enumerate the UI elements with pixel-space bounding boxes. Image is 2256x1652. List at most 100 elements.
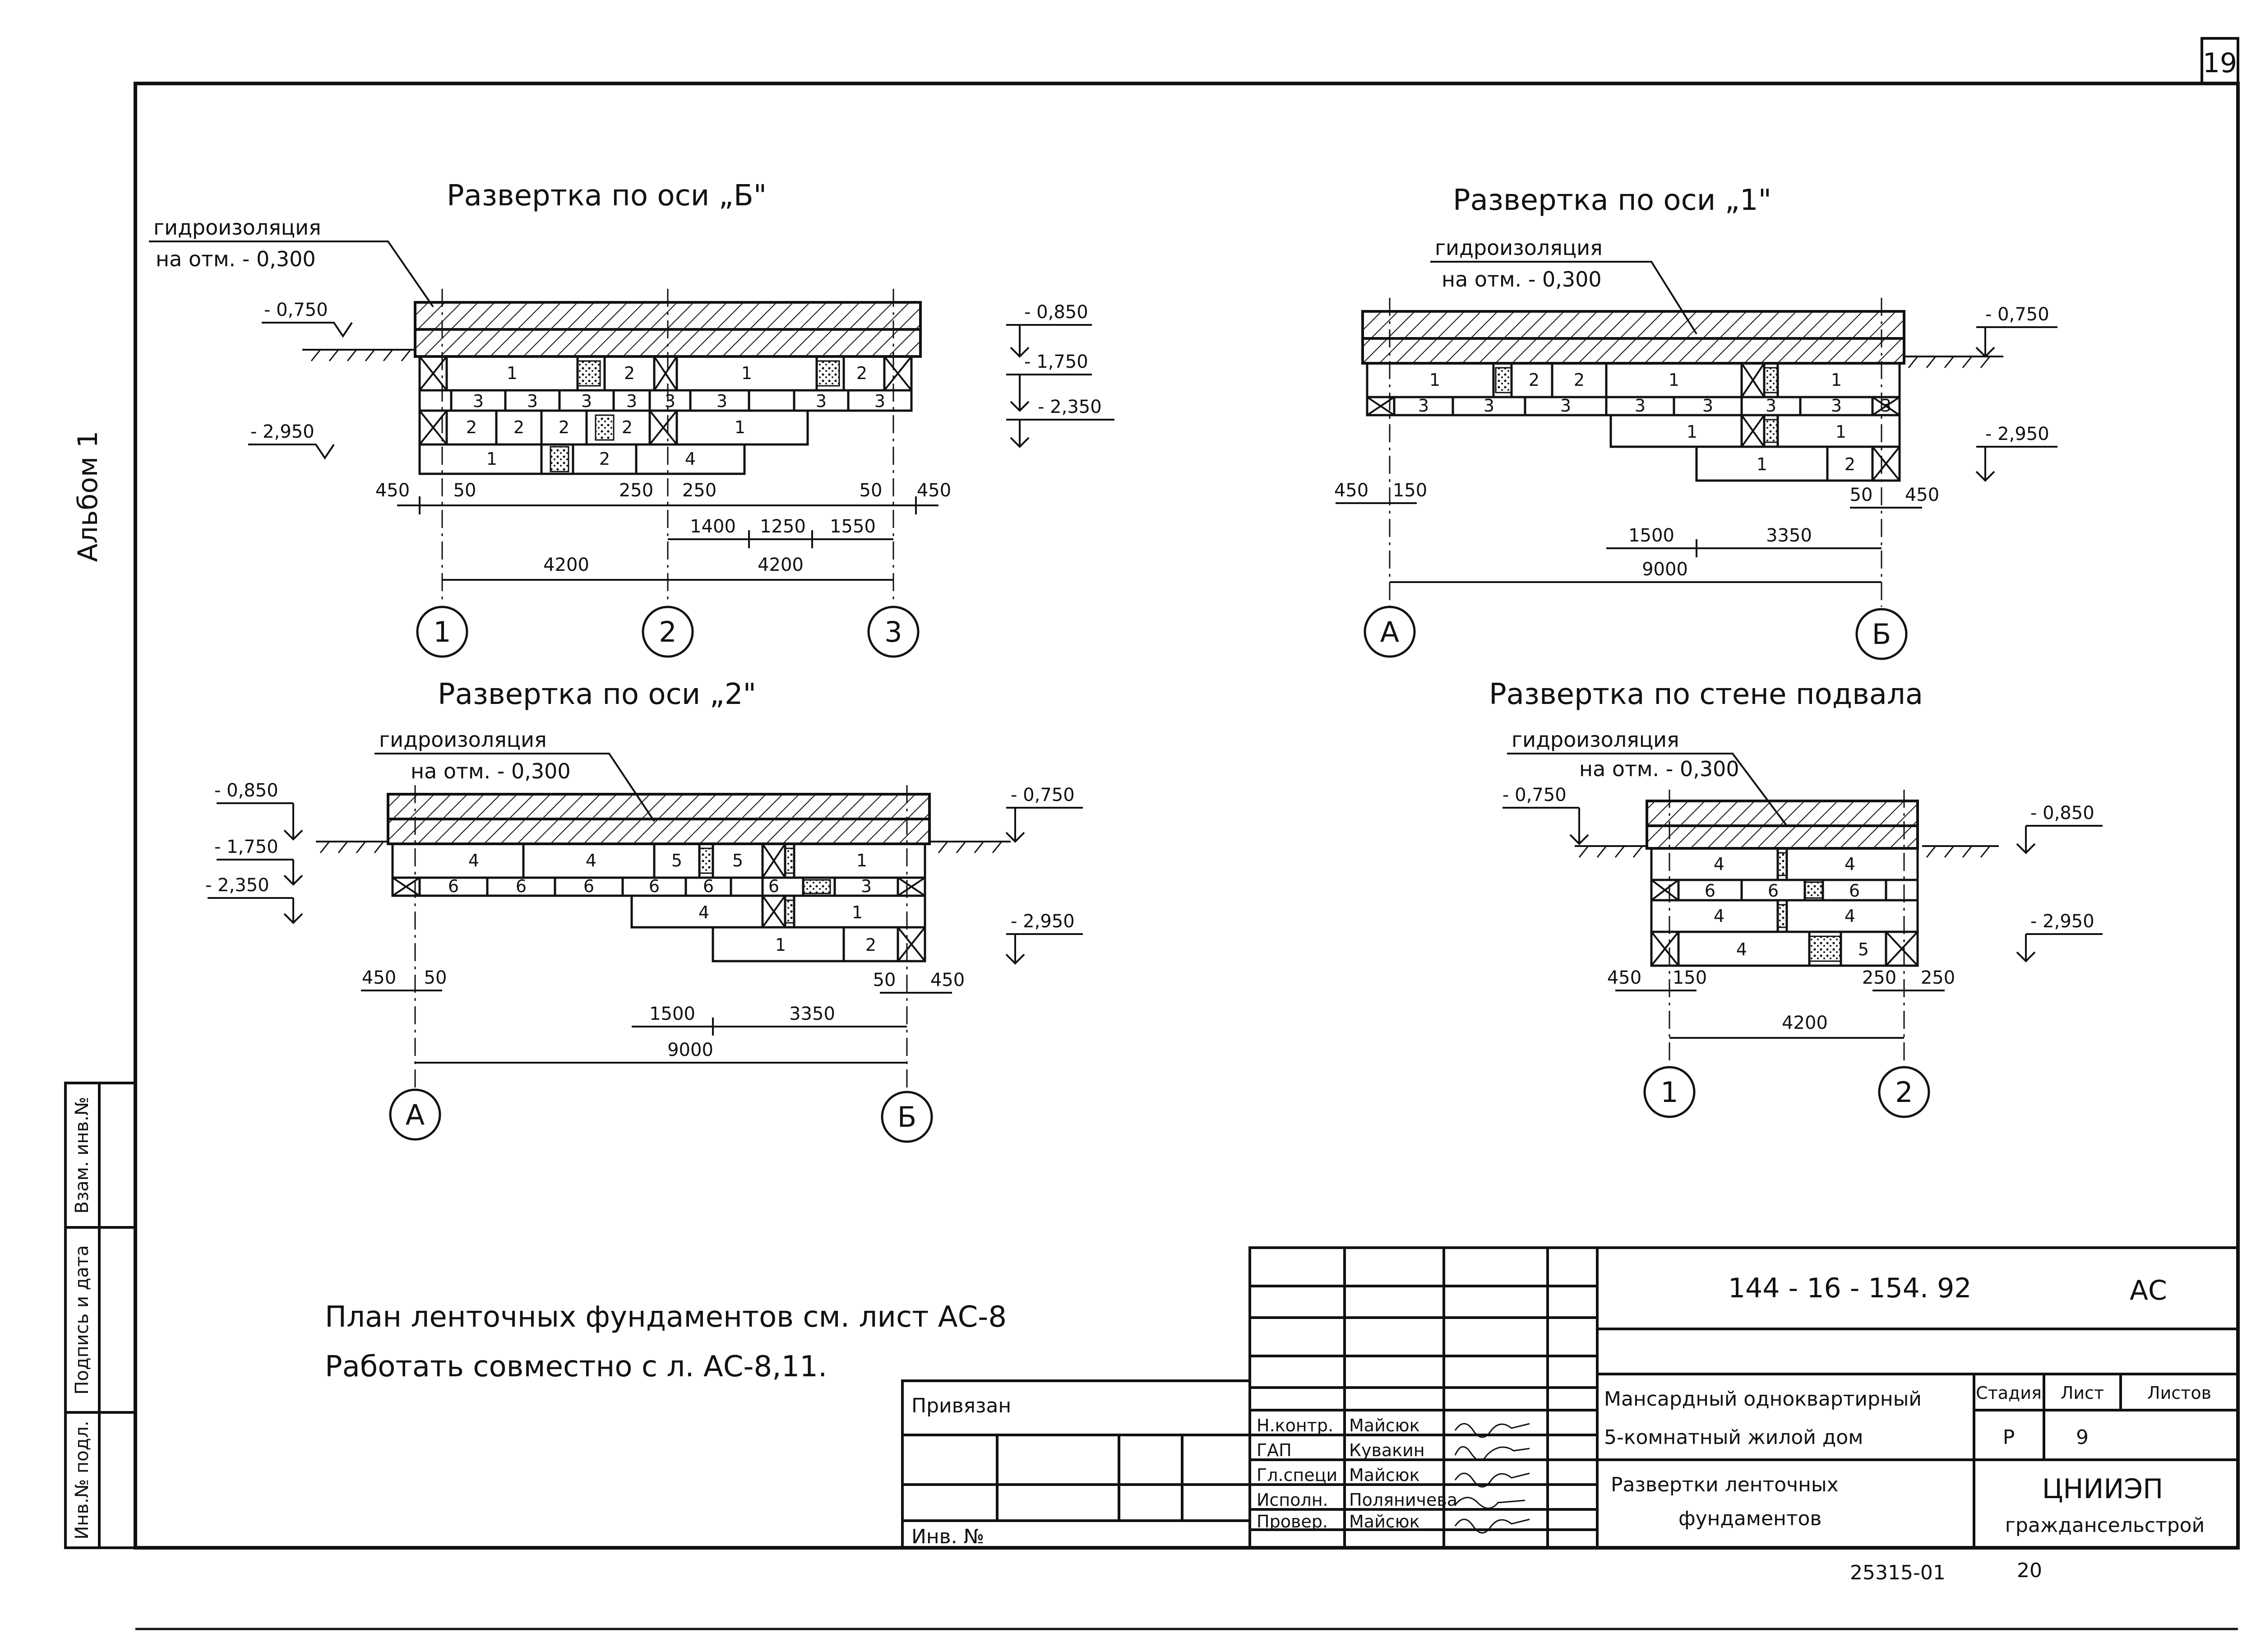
wall-hatched-band-lower <box>387 818 931 845</box>
axis-bubbles <box>389 1088 933 1143</box>
block-mark: 4 <box>1845 906 1855 926</box>
block-mark: 4 <box>685 449 696 469</box>
block-mark: 2 <box>513 417 524 437</box>
level-mark-label: - 2,950 <box>2030 911 2094 932</box>
dimension: 50 <box>1850 485 1873 505</box>
wall-hatched-band <box>387 793 931 820</box>
block-mark: 6 <box>1705 881 1715 901</box>
person-name: Майсюк <box>1349 1512 1420 1532</box>
insert-block <box>1777 904 1788 928</box>
level-mark-label: - 0,750 <box>1011 785 1075 805</box>
insert-block <box>816 360 840 387</box>
axis-lines <box>414 785 908 1092</box>
stage-value: Р <box>2003 1426 2015 1449</box>
dimension: 3350 <box>1766 525 1812 546</box>
level-marks <box>1502 807 2103 963</box>
dimension: 450 <box>1607 967 1641 988</box>
level-marks <box>248 322 1114 460</box>
block-mark: 3 <box>861 876 872 896</box>
block-mark: 1 <box>1757 454 1767 474</box>
axis-lines <box>1389 298 1882 607</box>
level-mark-label: - 2,950 <box>1011 911 1075 932</box>
block-mark: 4 <box>1714 906 1724 926</box>
axis-label: 1 <box>433 615 451 648</box>
person-name: Поляничева <box>1349 1490 1457 1510</box>
waterproofing-level: на отм. - 0,300 <box>411 759 571 783</box>
block-rows <box>1650 847 1919 967</box>
block-mark: 2 <box>865 935 876 955</box>
side-label-replace: Взам. инв.№ <box>72 1097 92 1214</box>
dimension: 4200 <box>1782 1013 1828 1033</box>
insert-block <box>1763 367 1779 393</box>
waterproofing-leader <box>1430 261 1697 335</box>
waterproofing-level: на отм. - 0,300 <box>1442 267 1602 292</box>
block-mark: 6 <box>583 876 594 896</box>
block-mark: 4 <box>1845 854 1855 874</box>
note-work-together: Работать совместно с л. АС-8,11. <box>325 1350 827 1384</box>
block-mark: 4 <box>1736 939 1747 959</box>
block-mark: 3 <box>1881 396 1891 416</box>
dimension: 4200 <box>758 555 804 575</box>
role-label: Н.контр. <box>1257 1416 1333 1435</box>
block-mark: 4 <box>586 851 596 870</box>
block-mark: 2 <box>466 417 477 437</box>
block-rows <box>418 355 913 475</box>
block-mark: 2 <box>599 449 610 469</box>
block-mark: 5 <box>732 851 743 870</box>
dimension: 4200 <box>543 555 589 575</box>
person-name: Майсюк <box>1349 1416 1420 1435</box>
waterproofing-level: на отм. - 0,300 <box>1579 757 1739 781</box>
block-mark: 1 <box>856 851 867 870</box>
block-mark: 3 <box>717 391 727 411</box>
dimension: 450 <box>1905 485 1939 505</box>
view-title: Развертка по оси „2" <box>438 678 756 711</box>
block-mark: 6 <box>516 876 527 896</box>
level-mark-label: - 0,750 <box>264 300 328 320</box>
waterproofing-label: гидроизоляция <box>1512 727 1679 752</box>
block-mark: 1 <box>735 417 745 437</box>
role-label: Исполн. <box>1257 1490 1328 1510</box>
dimension: 250 <box>619 480 653 501</box>
dimension: 50 <box>860 480 883 501</box>
dimension: 1500 <box>1628 525 1674 546</box>
level-mark-label: - 0,850 <box>1024 302 1088 323</box>
axis-label: А <box>406 1098 425 1131</box>
block-rows <box>1366 362 1901 482</box>
level-marks <box>208 802 1083 965</box>
dimension: 9000 <box>667 1040 713 1060</box>
view-axis-b: Развертка по оси „Б" гидроизоляция на от… <box>149 179 1114 658</box>
insert-block <box>698 847 714 874</box>
level-mark-label: - 1,750 <box>214 837 278 857</box>
wall-hatched-band <box>1361 310 1905 340</box>
ground-hatch-right <box>1908 356 1991 368</box>
block-mark: 1 <box>1429 370 1440 390</box>
wall-hatched-band <box>1646 800 1919 827</box>
view-basement-wall: Развертка по стене подвала гидроизоляция… <box>1489 678 2103 1118</box>
block-mark: 6 <box>448 876 459 896</box>
sheet-title-line-2: фундаментов <box>1678 1507 1821 1530</box>
dimension: 50 <box>424 967 447 988</box>
dimension: 9000 <box>1642 559 1688 580</box>
ground-hatch <box>1578 846 1991 858</box>
stage-header: Стадия <box>1976 1383 2042 1403</box>
level-mark-label: - 0,850 <box>2030 803 2094 824</box>
wall-hatched-band-lower <box>1361 337 1905 365</box>
block-mark: 3 <box>1418 396 1429 416</box>
insert-block <box>1777 852 1788 876</box>
dimension: 150 <box>1393 480 1427 501</box>
dimension: 450 <box>375 480 410 501</box>
block-mark: 4 <box>1714 854 1724 874</box>
crossed-blocks <box>1366 362 1900 481</box>
block-mark: 5 <box>671 851 682 870</box>
dimension: 3350 <box>789 1004 835 1024</box>
block-mark: 1 <box>1687 422 1697 442</box>
block-mark: 2 <box>856 363 867 383</box>
album-label: Альбом 1 <box>72 431 104 562</box>
bound-label: Привязан <box>911 1394 1011 1417</box>
block-mark: 6 <box>1849 881 1860 901</box>
level-mark-label: - 2,350 <box>205 875 269 896</box>
block-mark: 1 <box>1831 370 1842 390</box>
block-mark: 3 <box>874 391 885 411</box>
insert-block <box>1763 419 1779 443</box>
sheet-header: Лист <box>2061 1383 2104 1403</box>
